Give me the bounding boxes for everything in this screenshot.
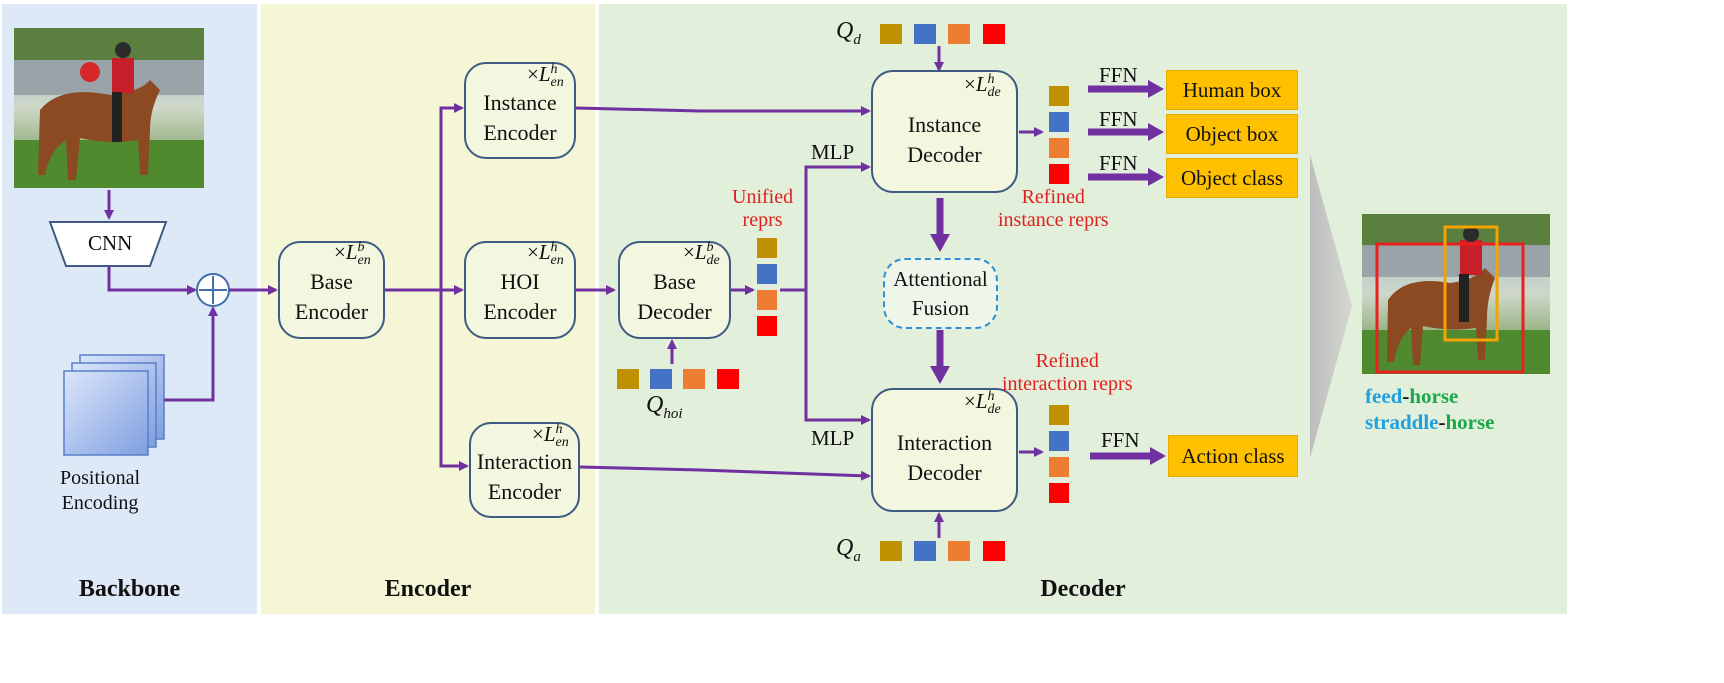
base-decoder-layers: ×Lbde <box>683 240 720 269</box>
input-image <box>14 28 204 188</box>
q-d-label: Qd <box>836 18 861 48</box>
interaction-encoder-layers: ×Lhen <box>532 422 569 451</box>
prediction-line-1: feed-horse <box>1365 384 1459 408</box>
instance-decoder-layers: ×Lhde <box>964 72 1001 101</box>
object-class-output: Object class <box>1166 158 1298 198</box>
decoder-label: Decoder <box>1040 576 1126 602</box>
cnn-label: CNN <box>88 231 133 255</box>
hoi-encoder-layers: ×Lhen <box>527 240 564 269</box>
arrows <box>104 46 1044 538</box>
object-box-output: Object box <box>1166 114 1298 154</box>
action-class-output: Action class <box>1168 435 1298 477</box>
human-box-output: Human box <box>1166 70 1298 110</box>
encoder-label: Encoder <box>384 576 472 602</box>
hoi-encoder: HOI Encoder <box>464 241 576 339</box>
cnn-block <box>48 221 168 267</box>
positional-encoding-stack <box>63 354 165 456</box>
instance-encoder: Instance Encoder <box>464 62 576 159</box>
output-image <box>1362 214 1550 374</box>
instance-encoder-layers: ×Lhen <box>527 62 564 91</box>
base-decoder: Base Decoder <box>618 241 731 339</box>
result-arrow <box>1310 155 1352 458</box>
ffn-label-3: FFN <box>1099 151 1138 175</box>
thick-arrow-heads <box>930 80 1166 465</box>
q-hoi-label: Qhoi <box>646 392 683 422</box>
mlp-label-top: MLP <box>811 140 855 164</box>
instance-decoder: Instance Decoder <box>871 70 1018 193</box>
thick-arrows <box>936 85 1152 460</box>
q-a-label: Qa <box>836 535 861 565</box>
interaction-encoder: Interaction Encoder <box>469 422 580 518</box>
interaction-decoder-layers: ×Lhde <box>964 389 1001 418</box>
positional-encoding-label: Positional Encoding <box>60 467 141 514</box>
backbone-label: Backbone <box>78 576 181 602</box>
base-encoder: Base Encoder <box>278 241 385 339</box>
interaction-decoder: Interaction Decoder <box>871 388 1018 512</box>
base-encoder-layers: ×Lben <box>334 240 371 269</box>
prediction-line-2: straddle-horse <box>1365 410 1495 434</box>
ffn-label-2: FFN <box>1099 107 1138 131</box>
mlp-label-bottom: MLP <box>811 426 855 450</box>
add-operator <box>196 273 230 307</box>
attentional-fusion: Attentional Fusion <box>883 258 998 329</box>
query-squares <box>617 24 1005 561</box>
ffn-label-4: FFN <box>1101 428 1140 452</box>
ffn-label-1: FFN <box>1099 63 1138 87</box>
repr-stacks <box>757 86 1069 503</box>
